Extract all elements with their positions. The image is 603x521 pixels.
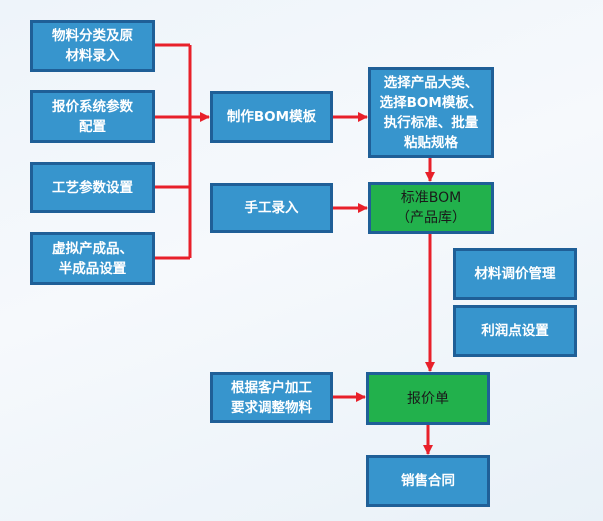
- node-select-product[interactable]: 选择产品大类、 选择BOM模板、 执行标准、批量 粘贴规格: [368, 67, 494, 158]
- node-process-params[interactable]: 工艺参数设置: [30, 162, 155, 213]
- node-material-price-adjust[interactable]: 材料调价管理: [453, 248, 577, 300]
- node-sales-contract[interactable]: 销售合同: [366, 455, 490, 507]
- node-manual-entry[interactable]: 手工录入: [210, 183, 333, 233]
- node-customer-adjust[interactable]: 根据客户加工 要求调整物料: [210, 372, 333, 423]
- node-virtual-products[interactable]: 虚拟产成品、 半成品设置: [30, 232, 155, 285]
- node-quotation[interactable]: 报价单: [366, 372, 490, 425]
- node-material-classification[interactable]: 物料分类及原 材料录入: [30, 20, 155, 72]
- node-quote-system-params[interactable]: 报价系统参数 配置: [30, 90, 155, 143]
- node-profit-point-setting[interactable]: 利润点设置: [453, 305, 577, 357]
- node-make-bom-template[interactable]: 制作BOM模板: [210, 91, 333, 143]
- node-standard-bom[interactable]: 标准BOM （产品库）: [368, 182, 494, 234]
